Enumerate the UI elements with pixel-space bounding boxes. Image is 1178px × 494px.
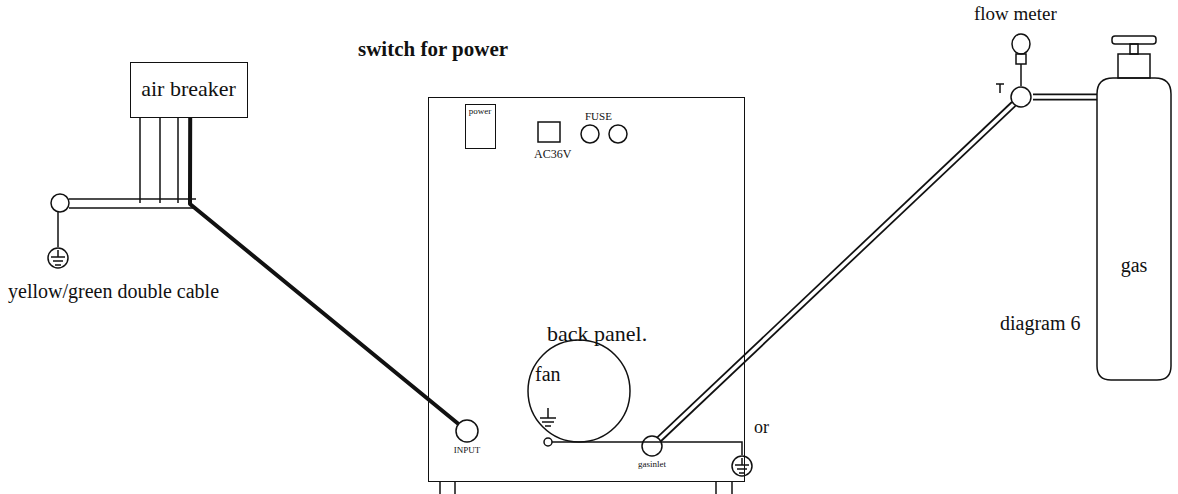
input-socket-outline — [455, 419, 479, 443]
node-text: INPUT — [454, 446, 481, 456]
input-socket: INPUT — [455, 419, 479, 443]
meter-knob — [1012, 34, 1030, 54]
meter-stem — [1016, 54, 1026, 64]
ground-symbol — [732, 456, 752, 476]
cable-line — [190, 118, 459, 424]
panel-leg — [731, 482, 733, 494]
ground-wire — [552, 442, 742, 455]
fan-circle-outline — [527, 339, 631, 443]
node-text: gas — [1121, 254, 1148, 276]
hose-inner — [659, 104, 1013, 439]
fuse-label: FUSE — [585, 110, 612, 122]
ground-symbol — [737, 468, 747, 470]
hose-outline — [659, 104, 1013, 439]
node-text: fan — [535, 363, 561, 385]
cable-bar — [69, 198, 196, 200]
power-switch: power — [465, 104, 496, 149]
ground-symbol — [547, 408, 549, 418]
gas-hose — [659, 104, 1013, 439]
panel-leg — [454, 482, 456, 494]
note-label: or — [754, 418, 769, 438]
voltage-socket — [538, 122, 560, 142]
node-text: gasinlet — [638, 460, 666, 470]
ground-symbol — [51, 256, 65, 258]
gas-cylinder-outline — [1096, 32, 1172, 382]
node-text: air breaker — [141, 77, 236, 101]
callout-label: switch for power — [358, 38, 508, 61]
node-text: flow meter — [974, 4, 1057, 25]
gas-cylinder: gas — [1096, 32, 1172, 382]
flow-meter: flow meter — [1008, 86, 1034, 108]
ground-symbol — [53, 260, 63, 262]
gas-hose — [1033, 97, 1097, 98]
panel-leg — [439, 482, 441, 494]
node-text: power — [469, 107, 492, 117]
ground-symbol — [55, 264, 61, 266]
ground-symbol — [48, 248, 68, 268]
terminal — [51, 194, 69, 212]
breaker-box: air breaker — [130, 62, 248, 118]
cable-label: yellow/green double cable — [8, 280, 219, 302]
back-panel: back panel.powerfanINPUTgasinlet — [428, 97, 745, 482]
gas-inlet-outline — [641, 435, 663, 457]
socket-label: AC36V — [534, 148, 571, 161]
wire — [177, 118, 179, 203]
meter-tap — [999, 84, 1001, 93]
ground-symbol — [735, 464, 749, 466]
flow-meter-outline — [1008, 86, 1034, 108]
ground-symbol — [542, 421, 554, 423]
fuse-holder — [581, 125, 599, 143]
ground-wire — [57, 212, 59, 247]
wire — [159, 118, 161, 203]
cable-bar — [69, 207, 196, 209]
figure-label: diagram 6 — [1000, 312, 1081, 334]
ground-symbol — [545, 425, 551, 427]
fan-circle: fan — [527, 339, 631, 443]
ground-symbol — [540, 417, 556, 419]
ground-terminal — [544, 438, 552, 446]
panel-leg — [715, 482, 717, 494]
hose-outline — [1033, 94, 1097, 101]
hose-inner — [1033, 95, 1097, 99]
power-cable — [190, 118, 459, 424]
wire — [139, 118, 141, 203]
meter-stem — [1020, 64, 1022, 86]
fuse-holder — [609, 125, 627, 143]
gas-inlet: gasinlet — [641, 435, 663, 457]
ground-symbol — [741, 458, 743, 465]
ground-symbol — [57, 250, 59, 257]
